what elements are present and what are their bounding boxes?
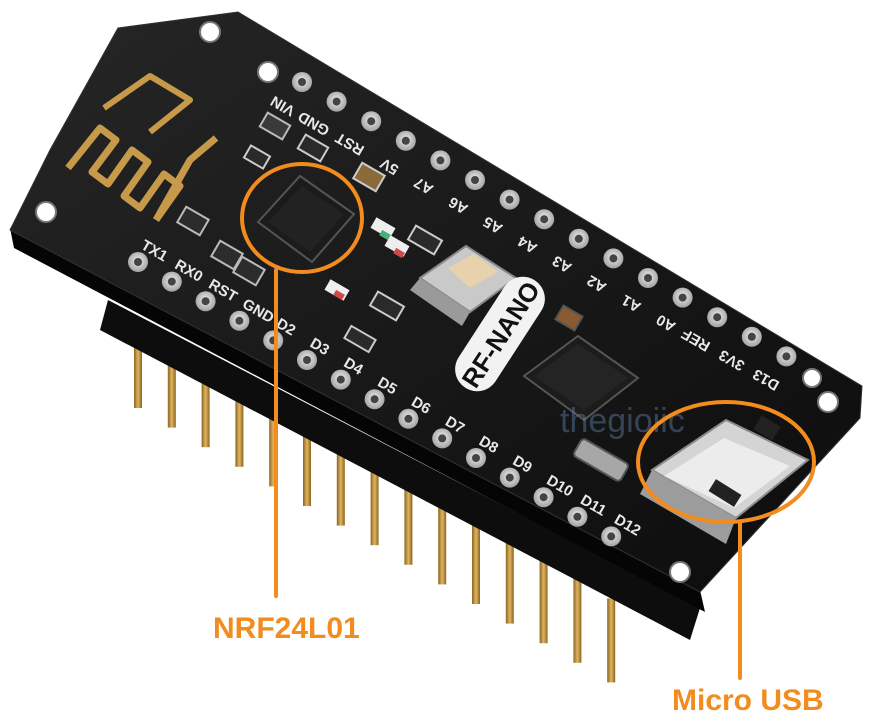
header-pin-leg (539, 559, 548, 644)
pad-hole (367, 117, 376, 126)
header-pins-bottom (134, 324, 616, 683)
header-pin-leg (438, 500, 447, 585)
pad-hole (201, 297, 210, 306)
callout-usb (636, 400, 816, 680)
nrf24l01-label: NRF24L01 (213, 612, 360, 645)
board-edge (10, 228, 705, 612)
pads-top-row (292, 72, 797, 367)
pad-hole (472, 454, 480, 462)
pad-hole (607, 532, 616, 541)
header-pin-leg (269, 402, 278, 487)
pad-hole (644, 274, 652, 282)
pad-hole (134, 258, 142, 266)
micro-usb-label: Micro USB (672, 684, 824, 717)
pad-hole (573, 512, 582, 521)
header-strip (100, 300, 700, 640)
reset-button (410, 244, 518, 326)
pad-hole (404, 414, 413, 423)
pcb-antenna-trace (65, 124, 219, 223)
pad-hole (782, 352, 791, 361)
header-pin-leg (472, 520, 480, 604)
header-pin-leg (336, 441, 345, 526)
pad-hole (471, 176, 479, 184)
callout-nrf (240, 162, 364, 598)
header-pin-leg (573, 578, 582, 663)
pad-hole (609, 254, 618, 263)
header-pin-leg (167, 343, 176, 428)
pad-hole (167, 277, 176, 286)
pin-label-top: 5V (377, 154, 401, 178)
mounting-holes (35, 21, 839, 583)
header-pin-leg (370, 461, 379, 546)
pad-hole (713, 313, 722, 322)
watermark-text: thegioiic (560, 402, 685, 440)
header-pin-leg (235, 382, 244, 467)
micro-usb-connector (640, 415, 810, 544)
pad-hole (303, 356, 311, 364)
usb-highlight-ring (636, 400, 816, 524)
header-pin-leg (505, 539, 514, 624)
header-pin-leg (134, 324, 142, 408)
mcu-chip (522, 334, 640, 422)
pad-hole (332, 97, 341, 106)
pad-hole (336, 375, 345, 384)
pad-hole (539, 493, 548, 502)
pad-hole (401, 136, 410, 145)
header-pin-leg (303, 422, 311, 506)
smd-components (175, 111, 584, 354)
header-pin-leg (201, 363, 210, 448)
pad-hole (235, 316, 244, 325)
pads-bottom-row (128, 252, 622, 547)
crystal (573, 438, 629, 482)
pad-hole (370, 395, 379, 404)
pad-hole (574, 234, 583, 243)
pad-hole (747, 332, 756, 341)
pcb-antenna-trace-2 (102, 73, 193, 135)
pad-hole (540, 215, 549, 224)
nrf24l01-chip (256, 174, 356, 264)
header-pin-leg (607, 598, 616, 683)
pad-hole (505, 473, 514, 482)
pad-hole (505, 195, 514, 204)
pad-hole (438, 434, 447, 443)
status-leds (324, 217, 410, 301)
pad-hole (436, 156, 445, 165)
pad-hole (678, 293, 687, 302)
pad-hole (298, 78, 306, 86)
nrf-highlight-ring (240, 162, 364, 274)
header-pin-leg (404, 480, 413, 565)
